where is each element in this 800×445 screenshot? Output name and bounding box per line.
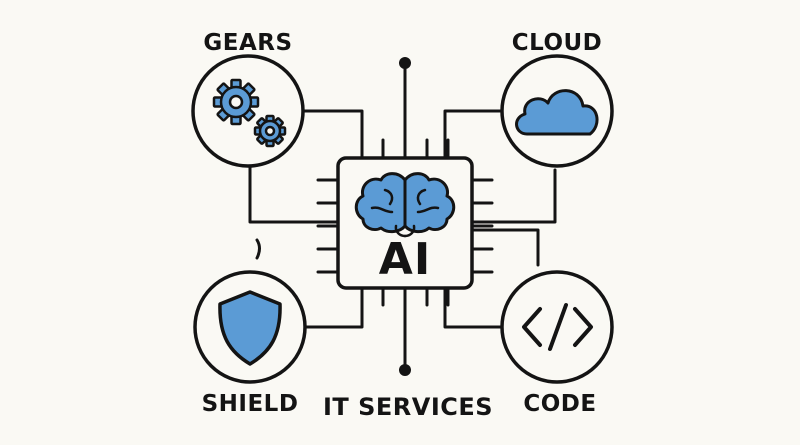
code-label: CODE	[523, 391, 597, 417]
code-icon	[522, 303, 593, 351]
chip-pins-left	[316, 178, 340, 274]
connector-gears-down	[248, 158, 342, 224]
chip-pins-bottom	[360, 286, 450, 307]
connector-shield-tick	[255, 238, 261, 260]
top-dot	[399, 57, 411, 69]
connector-gears-to-chip	[298, 109, 364, 162]
connector-cloud-down	[468, 168, 557, 224]
ai-chip-label: AI	[378, 234, 432, 285]
connector-code-to-chip	[443, 286, 507, 329]
brain-icon	[354, 172, 456, 238]
chip-pins-top	[360, 138, 450, 160]
bottom-dot	[399, 364, 411, 376]
connector-shield-to-chip	[303, 286, 364, 329]
shield-label: SHIELD	[201, 391, 299, 417]
gears-icon	[212, 78, 287, 148]
shield-icon	[218, 290, 282, 366]
chip-pins-right	[470, 178, 494, 274]
cloud-label: CLOUD	[511, 30, 603, 56]
connector-code-up	[468, 228, 540, 267]
cloud-icon	[515, 89, 599, 136]
connector-cloud-to-chip	[443, 109, 507, 162]
gears-label: GEARS	[203, 30, 293, 56]
it-services-label: IT SERVICES	[322, 393, 494, 421]
